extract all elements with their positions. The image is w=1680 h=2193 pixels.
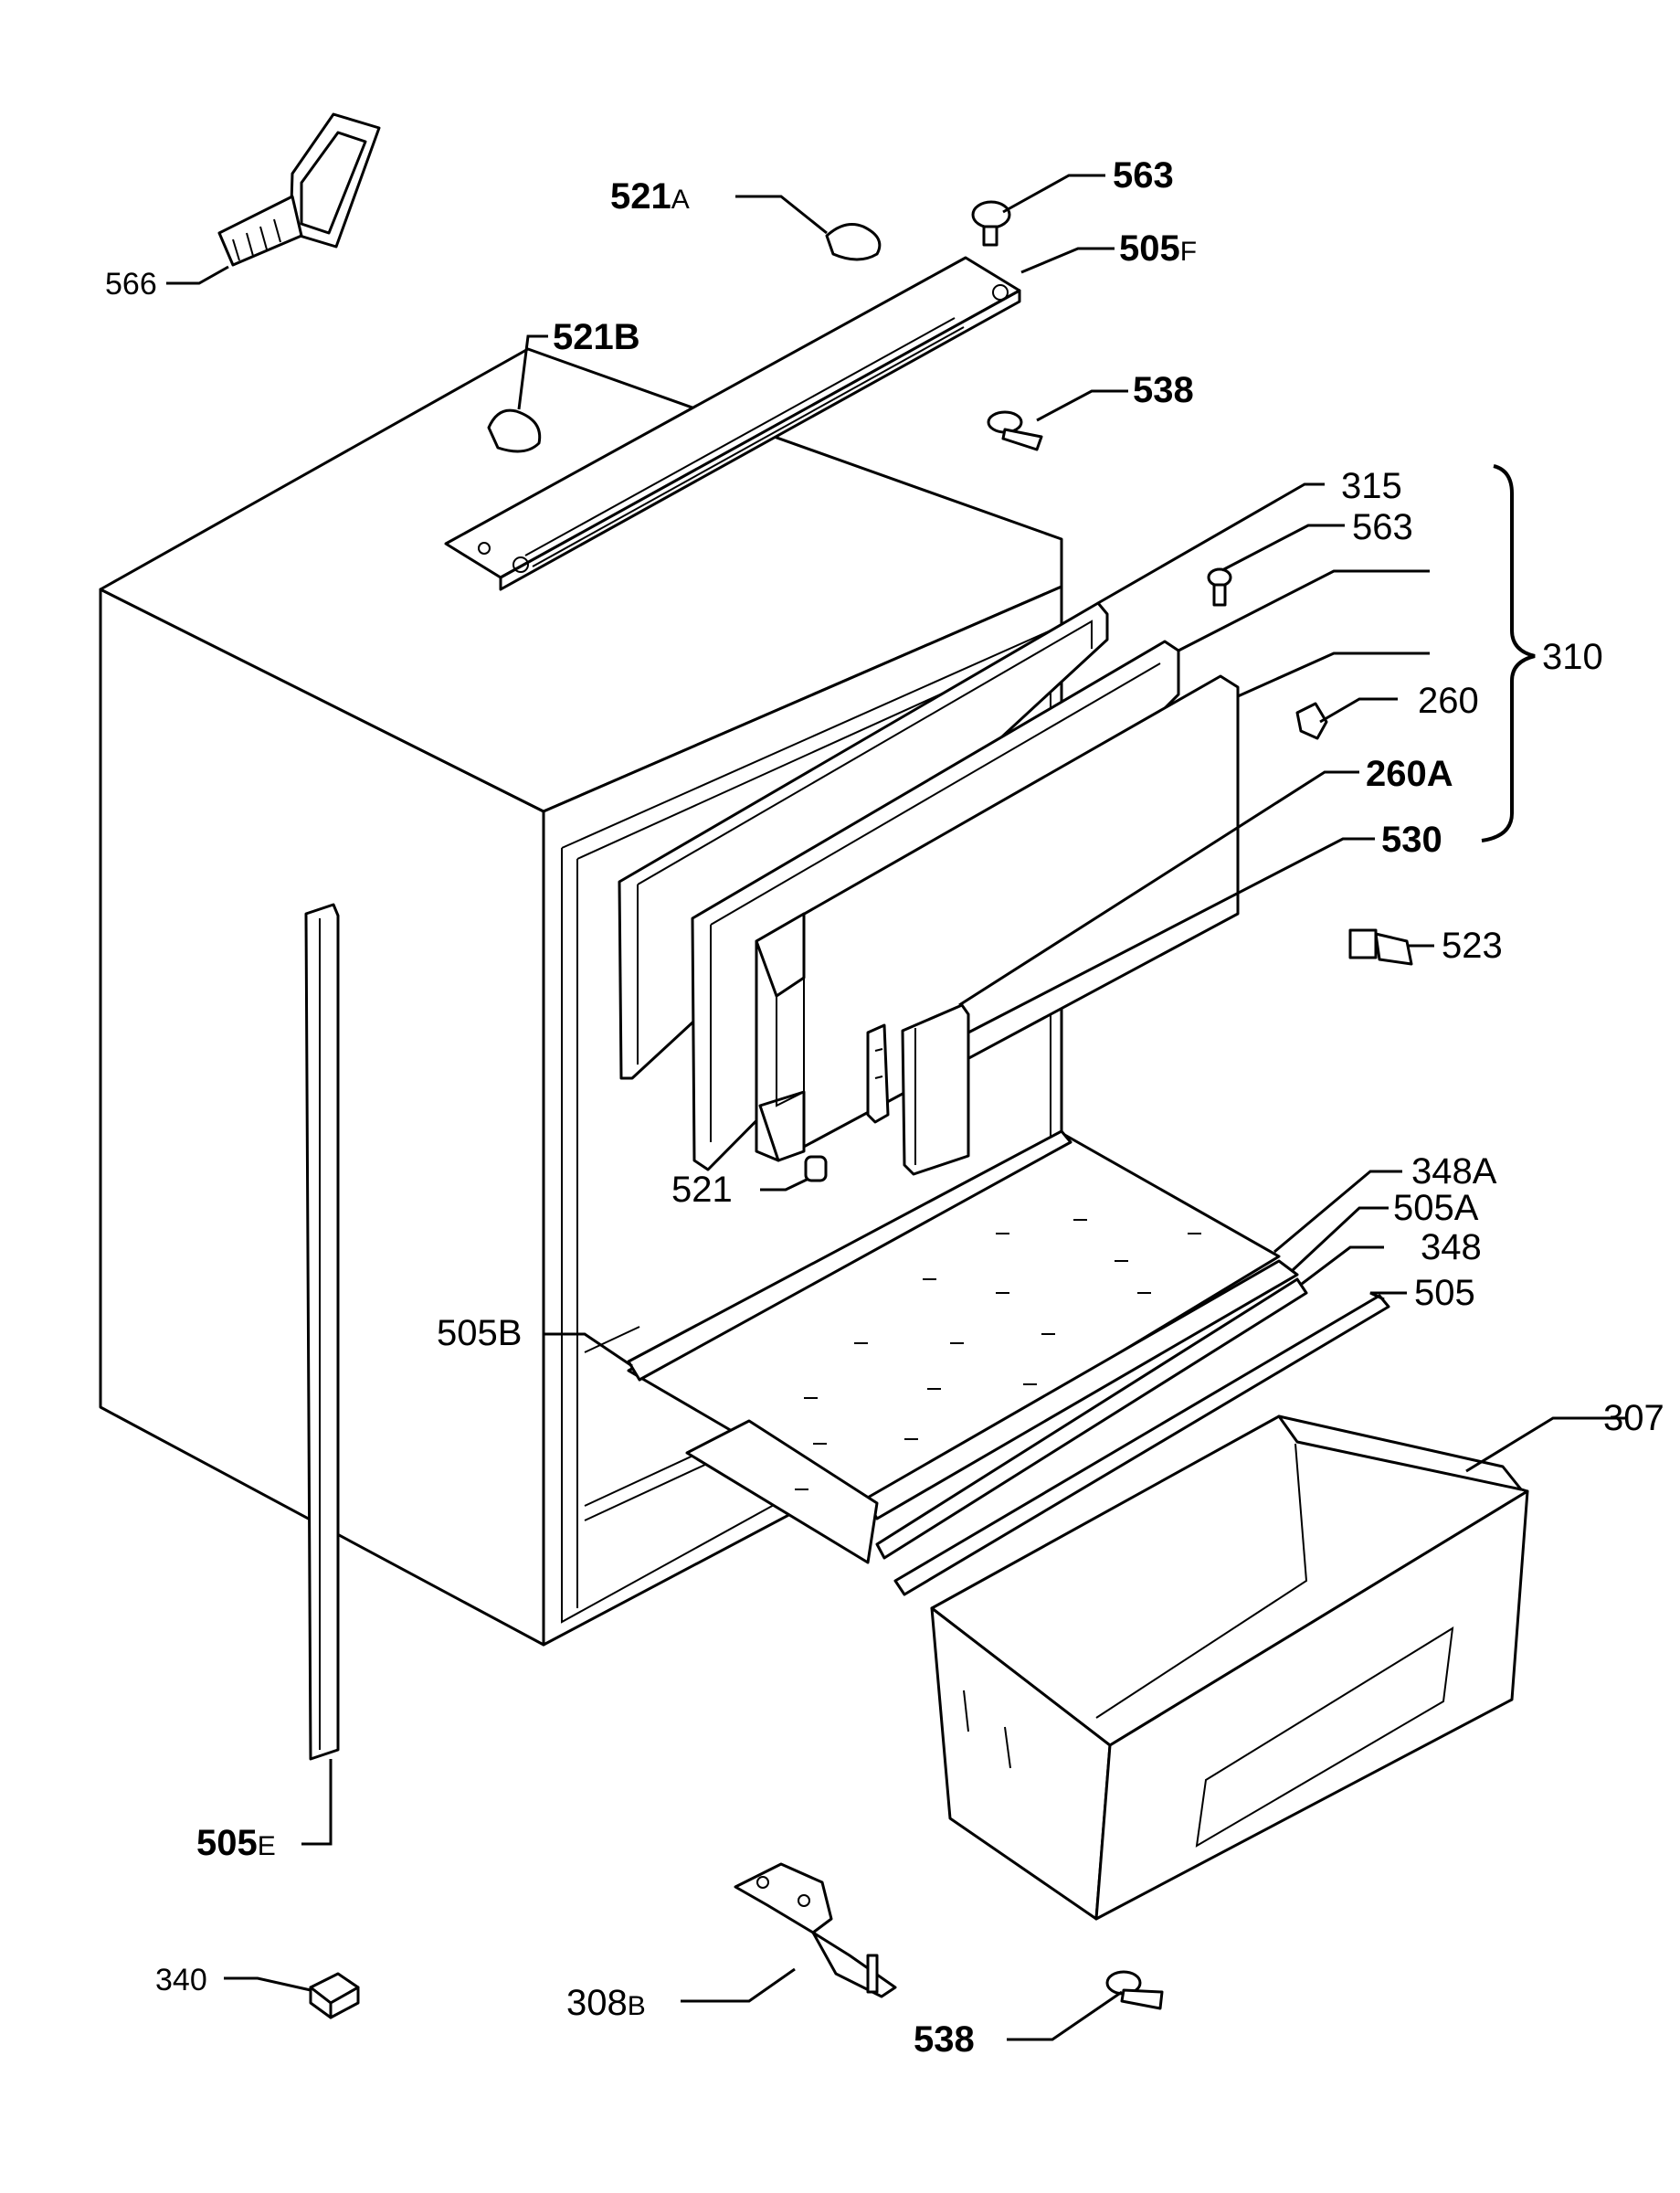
part-340-block — [309, 1972, 360, 2019]
part-521B-cap — [487, 408, 542, 453]
label-340: 340 — [155, 1963, 207, 1997]
label-563-mid: 563 — [1352, 507, 1413, 547]
label-521A: 521A — [610, 176, 690, 217]
part-563-screw-top — [971, 200, 1011, 247]
part-260A-hinge-plate — [866, 1023, 890, 1124]
part-labels: 566 521A 563 505F 521B 538 315 563 310 2… — [105, 155, 1664, 2060]
part-505E-seal-strip — [304, 903, 340, 1761]
label-260: 260 — [1418, 681, 1479, 721]
part-538-pin-top — [987, 410, 1043, 451]
label-521: 521 — [671, 1170, 733, 1210]
label-505F: 505F — [1119, 228, 1197, 269]
part-538-pin-bottom — [1105, 1970, 1164, 2010]
label-308B: 308B — [566, 1983, 646, 2023]
part-260-clip — [1295, 702, 1328, 740]
part-521-cap — [804, 1155, 828, 1182]
label-538-bottom: 538 — [914, 2019, 975, 2060]
shelf-hatching — [795, 1219, 1201, 1490]
part-523-plug — [1348, 928, 1413, 966]
part-563-screw-mid — [1207, 567, 1232, 607]
label-538-top: 538 — [1133, 370, 1194, 410]
part-308B-bottom-hinge — [734, 1862, 897, 1998]
label-563-top: 563 — [1113, 155, 1174, 196]
label-505B: 505B — [437, 1313, 522, 1353]
label-530: 530 — [1381, 820, 1442, 860]
label-315: 315 — [1341, 466, 1402, 506]
label-523: 523 — [1442, 926, 1503, 966]
part-505-trim-strip — [893, 1294, 1390, 1596]
label-260A: 260A — [1366, 754, 1453, 794]
label-521B: 521B — [553, 317, 640, 357]
part-530-door-handle — [901, 1003, 970, 1176]
part-505F-top-bar — [444, 256, 1021, 591]
label-310: 310 — [1542, 637, 1603, 677]
label-348A: 348A — [1411, 1151, 1497, 1192]
label-505: 505 — [1414, 1273, 1475, 1313]
leader-lines — [166, 174, 1626, 2041]
label-348: 348 — [1421, 1227, 1482, 1267]
label-307: 307 — [1603, 1398, 1664, 1438]
part-307-crisper-bin — [930, 1414, 1529, 1921]
label-505E: 505E — [196, 1823, 276, 1863]
part-566-handle — [217, 112, 381, 267]
part-521A-cap — [825, 223, 882, 261]
label-505A: 505A — [1393, 1188, 1479, 1228]
part-348-glass-plate — [685, 1277, 1308, 1564]
label-566: 566 — [105, 267, 157, 302]
part-505B-shelf-trim — [627, 1129, 1072, 1382]
